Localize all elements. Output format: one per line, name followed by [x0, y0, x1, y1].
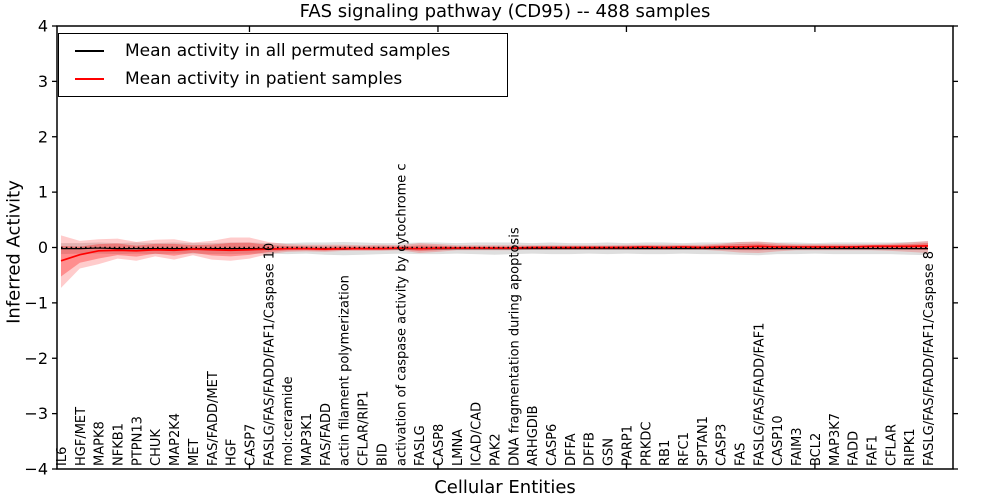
x-axis-label: Cellular Entities: [434, 477, 576, 498]
x-tick-label: FAS/FADD: [319, 403, 334, 466]
x-tick-label: CASP10: [771, 415, 786, 466]
x-tick-label: RB1: [658, 440, 673, 466]
permuted-line-swatch: [75, 50, 104, 53]
x-tick-label: actin filament polymerization: [338, 275, 353, 466]
x-tick-label: LMNA: [451, 429, 466, 466]
x-tick-label: BID: [375, 443, 390, 466]
x-tick-label: PARP1: [620, 425, 635, 466]
x-tick-label: mol:ceramide: [281, 376, 296, 466]
x-tick-label: CASP7: [243, 424, 258, 466]
x-tick-label: DFFB: [583, 432, 598, 466]
legend-item-patient: Mean activity in patient samples: [59, 69, 507, 89]
x-tick-label: FASLG/FAS/FADD/FAF1/Caspase 8: [922, 251, 937, 466]
x-tick-label: PTPN13: [130, 416, 145, 466]
x-tick-label: GSN: [602, 438, 617, 466]
x-tick-label: SPTAN1: [696, 416, 711, 466]
x-tick-label: MAP3K1: [300, 413, 315, 466]
y-tick-label: 4: [38, 17, 48, 36]
x-tick-label: ICAD/CAD: [470, 402, 485, 466]
x-tick-label: BCL2: [809, 433, 824, 466]
y-tick-label: −3: [24, 404, 48, 423]
x-tick-label: HGF: [225, 439, 240, 466]
x-tick-label: CASP8: [432, 424, 447, 466]
x-tick-label: activation of caspase activity by cytoch…: [394, 163, 409, 466]
x-tick-label: FAF1: [865, 435, 880, 466]
x-tick-label: FAIM3: [790, 428, 805, 467]
x-tick-label: FASLG: [413, 425, 428, 466]
x-tick-label: HGF/MET: [74, 407, 89, 466]
x-tick-label: RIPK1: [903, 428, 918, 466]
x-tick-label: CFLAR/RIP1: [357, 391, 372, 466]
x-tick-label: DFFA: [564, 433, 579, 466]
legend: Mean activity in all permuted samples Me…: [58, 33, 508, 97]
x-tick-label: FASLG/FAS/FADD/FAF1: [752, 323, 767, 466]
y-tick-label: 0: [38, 238, 48, 257]
legend-label-permuted: Mean activity in all permuted samples: [125, 41, 451, 62]
patient-line-swatch: [75, 77, 104, 80]
x-tick-label: CHUK: [149, 429, 164, 466]
x-tick-label: CFLAR: [884, 424, 899, 466]
x-tick-label: CASP3: [715, 424, 730, 466]
x-tick-label: FAS: [734, 443, 749, 466]
y-axis-label: Inferred Activity: [3, 180, 25, 324]
x-tick-label: NFKB1: [112, 423, 127, 466]
chart-title: FAS signaling pathway (CD95) -- 488 samp…: [299, 1, 711, 22]
x-tick-label: MET: [187, 439, 202, 466]
legend-label-patient: Mean activity in patient samples: [125, 68, 403, 89]
y-tick-label: −4: [24, 460, 48, 479]
x-tick-label: ARHGDIB: [526, 405, 541, 466]
x-tick-label: IL6: [55, 447, 70, 466]
y-tick-label: −1: [24, 293, 48, 312]
x-tick-label: MAP2K4: [168, 413, 183, 466]
x-tick-label: FADD: [847, 431, 862, 466]
x-tick-label: MAPK8: [93, 421, 108, 466]
y-tick-label: −2: [24, 349, 48, 368]
x-tick-label: PAK2: [489, 433, 504, 466]
x-tick-label: PRKDC: [639, 422, 654, 466]
y-tick-label: 3: [38, 72, 48, 91]
x-tick-label: DNA fragmentation during apoptosis: [507, 227, 522, 466]
x-tick-label: FAS/FADD/MET: [206, 371, 221, 466]
x-tick-label: MAP3K7: [828, 413, 843, 466]
patient-band-inner: [61, 242, 929, 277]
y-tick-label: 1: [38, 183, 48, 202]
x-tick-label: FASLG/FAS/FADD/FAF1/Caspase 10: [262, 243, 277, 466]
x-tick-label: RFC1: [677, 432, 692, 466]
y-tick-label: 2: [38, 127, 48, 146]
legend-item-permuted: Mean activity in all permuted samples: [59, 41, 507, 61]
x-tick-label: CASP6: [545, 424, 560, 466]
